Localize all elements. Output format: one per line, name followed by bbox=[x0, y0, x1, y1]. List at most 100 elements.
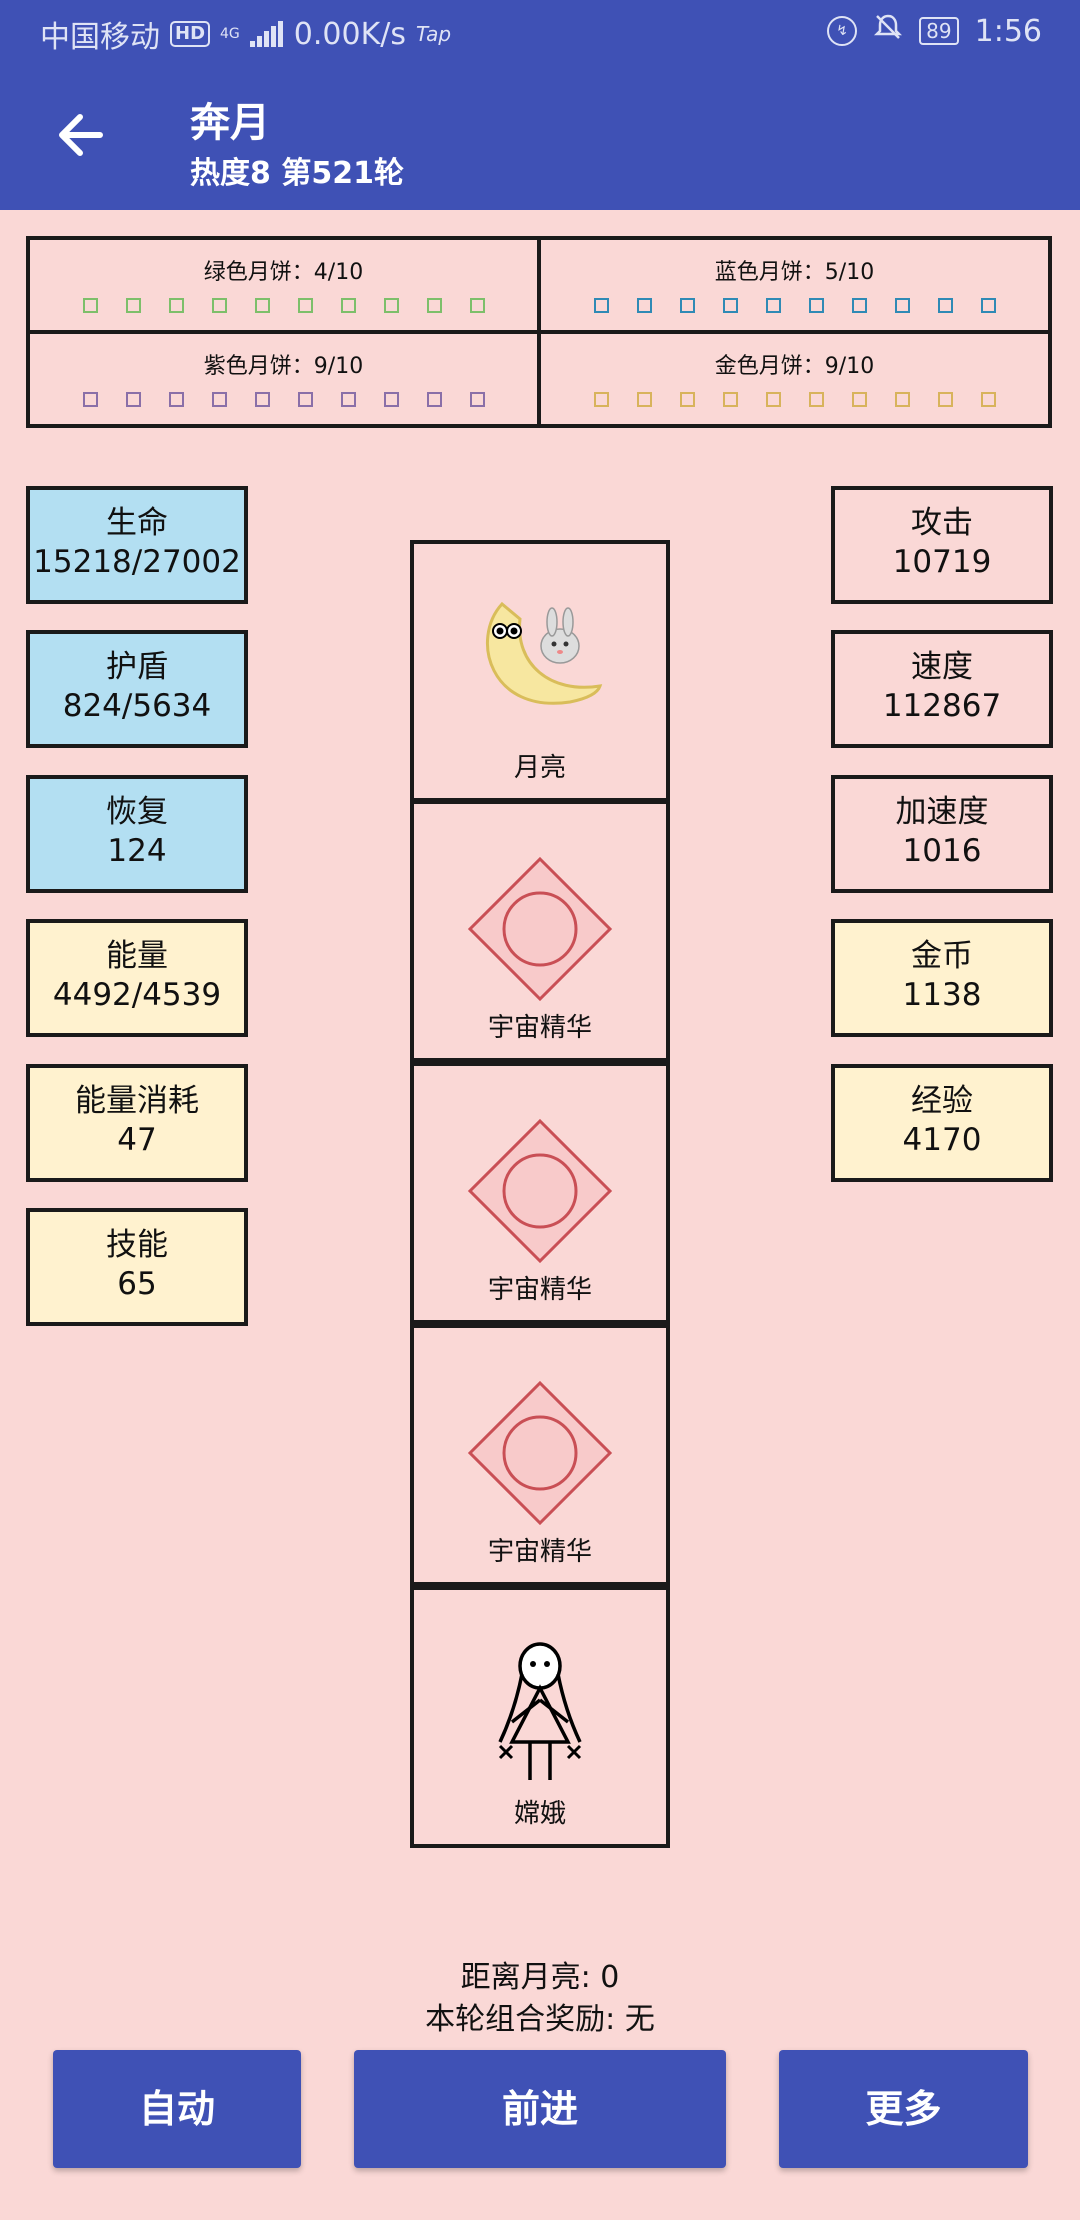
mooncake-slot bbox=[937, 298, 953, 313]
hd-icon: HD bbox=[170, 21, 211, 47]
mooncake-label: 紫色月饼：9/10 bbox=[203, 354, 364, 379]
mooncake-dots bbox=[30, 392, 537, 407]
stat-label: 技能 bbox=[106, 1227, 168, 1263]
mooncake-slot bbox=[469, 392, 485, 407]
mooncake-label: 金色月饼：9/10 bbox=[714, 354, 875, 379]
cosmic-essence-icon bbox=[467, 1380, 613, 1526]
more-button[interactable]: 更多 bbox=[779, 2050, 1028, 2168]
mooncake-slot bbox=[980, 298, 996, 313]
mooncake-slot bbox=[254, 392, 270, 407]
signal-icon bbox=[249, 21, 284, 47]
stat-speed: 速度 112867 bbox=[831, 630, 1053, 748]
path-tile-moon[interactable]: 月亮 bbox=[410, 540, 670, 802]
mooncake-slot bbox=[426, 392, 442, 407]
mooncake-slot bbox=[383, 392, 399, 407]
stat-value: 1016 bbox=[902, 833, 982, 869]
mooncake-progress-panel: 绿色月饼：4/10 蓝色月饼：5/10 紫色月饼：9/10 金色月饼：9/10 bbox=[26, 236, 1052, 428]
stat-label: 经验 bbox=[911, 1083, 973, 1119]
moon-rabbit-icon bbox=[486, 601, 603, 705]
mooncake-slot bbox=[125, 298, 141, 313]
bell-muted-icon bbox=[873, 12, 903, 50]
page-subtitle: 热度8 第521轮 bbox=[190, 156, 404, 191]
mooncake-slot bbox=[383, 298, 399, 313]
mooncake-slot bbox=[894, 392, 910, 407]
stat-acceleration: 加速度 1016 bbox=[831, 775, 1053, 893]
forward-button[interactable]: 前进 bbox=[354, 2050, 726, 2168]
mooncake-slot bbox=[679, 392, 695, 407]
tile-caption: 嫦娥 bbox=[513, 1799, 566, 1829]
mooncake-slot bbox=[808, 298, 824, 313]
status-bar: 中国移动 HD 4G 0.00K/s Tap ↯ 89 1:56 bbox=[0, 0, 1080, 64]
path-tile-essence[interactable]: 宇宙精华 bbox=[410, 1062, 670, 1324]
path-tile-essence[interactable]: 宇宙精华 bbox=[410, 1324, 670, 1586]
mooncake-slot bbox=[894, 298, 910, 313]
mooncake-slot bbox=[211, 392, 227, 407]
stat-label: 能量消耗 bbox=[75, 1083, 199, 1119]
stat-value: 47 bbox=[117, 1122, 157, 1158]
mooncake-slot bbox=[593, 392, 609, 407]
mooncake-slot bbox=[636, 298, 652, 313]
mooncake-slot bbox=[168, 298, 184, 313]
mooncake-blue: 蓝色月饼：5/10 bbox=[539, 240, 1048, 332]
back-arrow-icon[interactable] bbox=[50, 105, 110, 165]
carrier-name: 中国移动 bbox=[40, 20, 160, 55]
mooncake-slot bbox=[679, 298, 695, 313]
mooncake-slot bbox=[426, 298, 442, 313]
mooncake-label: 蓝色月饼：5/10 bbox=[714, 260, 875, 285]
stat-value: 124 bbox=[107, 833, 167, 869]
stat-value: 4170 bbox=[902, 1122, 982, 1158]
stat-life: 生命 15218/27002 bbox=[26, 486, 248, 604]
clock: 1:56 bbox=[974, 13, 1042, 49]
data-saver-icon: ↯ bbox=[827, 16, 858, 46]
stat-experience: 经验 4170 bbox=[831, 1064, 1053, 1182]
mooncake-slot bbox=[593, 298, 609, 313]
stat-label: 护盾 bbox=[106, 649, 168, 685]
stat-energy: 能量 4492/4539 bbox=[26, 919, 248, 1037]
mooncake-slot bbox=[297, 298, 313, 313]
mooncake-slot bbox=[340, 392, 356, 407]
stat-value: 112867 bbox=[882, 688, 1002, 724]
stat-energy-cost: 能量消耗 47 bbox=[26, 1064, 248, 1182]
mooncake-slot bbox=[211, 298, 227, 313]
mooncake-slot bbox=[469, 298, 485, 313]
auto-button[interactable]: 自动 bbox=[53, 2050, 301, 2168]
mooncake-slot bbox=[82, 298, 98, 313]
mooncake-slot bbox=[765, 392, 781, 407]
mooncake-dots bbox=[30, 298, 537, 313]
mooncake-slot bbox=[254, 298, 270, 313]
mooncake-slot bbox=[851, 392, 867, 407]
tile-caption: 月亮 bbox=[513, 753, 566, 783]
page-title: 奔月 bbox=[190, 100, 270, 146]
stat-label: 恢复 bbox=[106, 794, 168, 830]
mooncake-dots bbox=[541, 298, 1048, 313]
mooncake-label: 绿色月饼：4/10 bbox=[203, 260, 364, 285]
distance-text: 距离月亮: 0 bbox=[460, 1960, 620, 1995]
mooncake-slot bbox=[297, 392, 313, 407]
path-tile-essence[interactable]: 宇宙精华 bbox=[410, 800, 670, 1062]
mooncake-slot bbox=[722, 298, 738, 313]
app-bar: 中国移动 HD 4G 0.00K/s Tap ↯ 89 1:56 奔月 热度8 … bbox=[0, 0, 1080, 210]
stat-value: 1138 bbox=[902, 977, 982, 1013]
stat-value: 65 bbox=[117, 1266, 157, 1302]
stat-label: 能量 bbox=[106, 938, 168, 974]
stat-attack: 攻击 10719 bbox=[831, 486, 1053, 604]
stat-label: 速度 bbox=[911, 649, 973, 685]
tile-caption: 宇宙精华 bbox=[487, 1013, 592, 1043]
stat-recovery: 恢复 124 bbox=[26, 775, 248, 893]
stat-label: 加速度 bbox=[895, 794, 989, 830]
mooncake-slot bbox=[125, 392, 141, 407]
mooncake-slot bbox=[937, 392, 953, 407]
tile-caption: 宇宙精华 bbox=[487, 1275, 592, 1305]
network-speed: 0.00K/s bbox=[293, 16, 406, 52]
mooncake-slot bbox=[980, 392, 996, 407]
path-tile-change[interactable]: 嫦娥 bbox=[410, 1586, 670, 1848]
cosmic-essence-icon bbox=[467, 1118, 613, 1264]
reward-text: 本轮组合奖励: 无 bbox=[425, 2002, 655, 2037]
mooncake-slot bbox=[168, 392, 184, 407]
mooncake-slot bbox=[808, 392, 824, 407]
tap-icon: Tap bbox=[416, 22, 452, 46]
stat-value: 824/5634 bbox=[62, 688, 212, 724]
stat-skill: 技能 65 bbox=[26, 1208, 248, 1326]
tile-caption: 宇宙精华 bbox=[487, 1537, 592, 1567]
mooncake-green: 绿色月饼：4/10 bbox=[30, 240, 539, 332]
